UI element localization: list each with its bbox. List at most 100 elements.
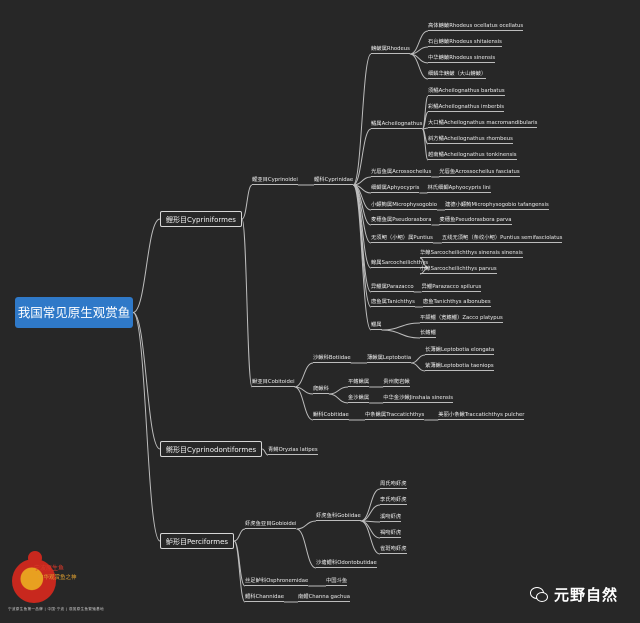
connector: [411, 362, 426, 372]
connector: [381, 329, 421, 339]
order-node-cyprinodontiformes: 鳉形目Cyprinodontiformes: [160, 441, 263, 457]
species-sarcocheilichthys: 小鳈Sarcocheilichthys parvus: [420, 266, 497, 274]
species-acheilognathus: 彩鱊Acheilognathus imberbis: [428, 104, 505, 112]
genus-item: 平鳍鳅属: [348, 379, 370, 387]
species-goby-1: 李氏吻虾虎: [380, 497, 407, 505]
family-botiidae: 沙鳅科Botiidae: [313, 355, 351, 363]
family-channidae: 鳢科Channidae: [245, 594, 284, 602]
species-pseudorasbora: 麦穗鱼Pseudorasbora parva: [439, 217, 512, 225]
connector: [352, 184, 372, 331]
connector: [233, 540, 246, 603]
species-zacco: 平颌鱲（宽鳍鱲）Zacco platypus: [420, 315, 503, 323]
connector: [411, 354, 426, 364]
genus-puntius: 无须鲃（小鲃）属Puntius: [371, 235, 433, 243]
species-channa: 南鳢Channa gachua: [298, 594, 351, 602]
species-sarcocheilichthys: 华鳈Sarcocheilichthys sinensis sinensis: [420, 250, 523, 258]
connector: [360, 504, 381, 522]
family-osphronemidae: 丝足鲈科Osphronemidae: [245, 578, 309, 586]
species-item: 细鳞华鳑鲏（大山鳑鲏）: [428, 71, 487, 79]
species-aphyocypris: 林氏细鲫Aphyocypris lini: [427, 185, 491, 193]
connector: [233, 528, 246, 542]
brand-name: 元野自然: [554, 586, 619, 604]
connector-root-order: [132, 218, 161, 313]
connector: [352, 53, 372, 186]
connector-root-order: [132, 312, 161, 542]
connector: [328, 393, 349, 404]
connector: [360, 520, 381, 539]
suborder-cyprinoidei: 鲤亚目Cyprinoidei: [252, 177, 298, 185]
connector: [296, 520, 317, 530]
species-acheilognathus: 大口鱊Acheilognathus macromandibularis: [428, 120, 538, 128]
species-item: 贵州爬岩鳅: [383, 379, 410, 387]
family-gobiidae: 虾虎鱼科Gobiidae: [316, 513, 361, 521]
connector-root-order: [132, 312, 161, 450]
species-acrossocheilus: 光唇鱼Acrossocheilus fasciatus: [439, 169, 521, 177]
logo-title: 宁波原生鱼: [34, 565, 65, 572]
connector: [352, 128, 372, 186]
connector: [409, 53, 429, 80]
genus-acheilognathus: 鱊属Acheilognathus: [371, 121, 423, 129]
root-node: 我国常见原生观赏鱼: [15, 297, 133, 328]
suborder-gobioidei: 虾虎鱼亚目Gobioidei: [245, 521, 297, 529]
species-acheilognathus: 越南鱊Acheilognathus tonkinensis: [428, 152, 517, 160]
species-rhodeus: 高体鳑鲏Rhodeus ocellatus ocellatus: [428, 23, 524, 31]
connector: [296, 528, 317, 569]
species-puntius: 五线无须鲃（条纹小鲃）Puntius semifasciolatus: [441, 235, 563, 243]
genus-tanichthys: 唐鱼属Tanichthys: [371, 299, 415, 307]
genus-aphyocypris: 细鲫属Aphyocypris: [371, 185, 420, 193]
connector: [360, 488, 381, 522]
species-paradise-fish: 中国斗鱼: [326, 578, 348, 586]
connector: [294, 386, 314, 421]
connector: [294, 362, 314, 388]
genus-sarcocheilichthys: 鳈属Sarcocheilichthys: [371, 260, 428, 268]
genus-item: 鱲属: [371, 322, 382, 330]
genus-microphysogobio: 小鳔鮈属Microphysogobio: [371, 202, 437, 210]
species-goby-2: 溪吻虾虎: [380, 514, 402, 522]
connector: [360, 520, 381, 555]
connector: [381, 322, 421, 331]
connector: [233, 540, 246, 587]
logo-subtitle: 中华观赏鱼之神: [38, 575, 77, 581]
species-oryzias: 青鳉Oryzias latipes: [268, 447, 318, 455]
species-goby-3: 褐吻虾虎: [380, 530, 402, 538]
species-acheilognathus: 须鱊Acheilognathus barbatus: [428, 88, 505, 96]
species-jinshaia: 中华金沙鳅Jinshaia sinensis: [383, 395, 454, 403]
family-item: 爬鳅科: [313, 386, 329, 394]
species-goby-4: 雀斑吻虾虎: [380, 546, 407, 554]
genus-rhodeus: 鳑鲏属Rhodeus: [371, 46, 410, 54]
family-cyprinidae: 鲤科Cyprinidae: [314, 177, 354, 185]
order-node-cypriniformes: 鲤形目Cypriniformes: [160, 211, 242, 227]
species-parazacco: 异鱲Parazacco spilurus: [421, 284, 482, 292]
connector: [421, 128, 429, 161]
genus-parazacco: 异鱲属Parazacco: [371, 284, 414, 292]
species-leptobotia: 紫薄鳅Leptobotia taeniops: [425, 363, 494, 371]
wechat-icon: [530, 586, 548, 603]
suborder-cobitoidei: 鳅亚目Cobitoidei: [252, 379, 295, 387]
species-item: 长鳍鱲: [420, 330, 436, 338]
species-leptobotia: 长薄鳅Leptobotia elongata: [425, 347, 495, 355]
family-cobitidae: 鳅科Cobitidae: [313, 412, 349, 420]
species-traccatichthys: 美丽小条鳅Traccatichthys pulcher: [438, 412, 525, 420]
connector: [352, 184, 372, 293]
species-acheilognathus: 斜方鱊Acheilognathus rhombeus: [428, 136, 513, 144]
connector: [241, 218, 253, 388]
genus-acrossocheilus: 光唇鱼属Acrossocheilus: [371, 169, 432, 177]
logo-tagline: 宁波原生鱼第一品牌 | 中国·宁波 | 观赏原生鱼繁殖基地: [8, 607, 104, 611]
watermark-logo: 宁波原生鱼 中华观赏鱼之神 宁波原生鱼第一品牌 | 中国·宁波 | 观赏原生鱼繁…: [8, 545, 118, 617]
species-microphysogobio: 建德小鳔鮈Microphysogobio tafangensis: [444, 202, 549, 210]
species-goby-0: 周氏吻虾虎: [380, 481, 407, 489]
genus-leptobotia: 薄鳅属Leptobotia: [367, 355, 412, 363]
genus-traccatichthys: 中条鳅属Traccatichthys: [365, 412, 425, 420]
connector: [328, 386, 349, 395]
genus-item: 金沙鳅属: [348, 395, 370, 403]
species-rhodeus: 中华鳑鲏Rhodeus sinensis: [428, 55, 496, 63]
brand-badge: 元野自然: [530, 584, 618, 605]
connector: [262, 448, 269, 456]
species-rhodeus: 石台鳑鲏Rhodeus shitaiensis: [428, 39, 502, 47]
species-tanichthys: 唐鱼Tanichthys albonubes: [422, 299, 491, 307]
family-odontobutidae: 沙塘鳢科Odontobutidae: [316, 560, 377, 568]
genus-pseudorasbora: 麦穗鱼属Pseudorasbora: [371, 217, 432, 225]
seal-icon: [12, 551, 56, 603]
